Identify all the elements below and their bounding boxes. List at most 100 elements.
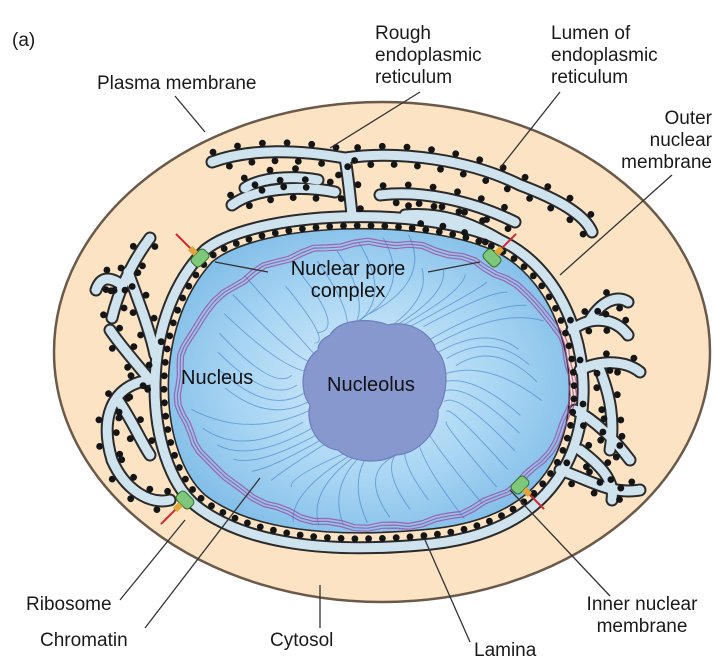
ribosome-dot bbox=[562, 329, 569, 337]
ribosome-dot bbox=[501, 203, 508, 211]
label-cytosol: Cytosol bbox=[270, 630, 334, 651]
ribosome-dot bbox=[160, 372, 168, 380]
ribosome-dot bbox=[110, 287, 118, 294]
ribosome-dot bbox=[583, 463, 590, 471]
ribosome-dot bbox=[461, 208, 468, 216]
label-nucleolus: Nucleolus bbox=[327, 374, 415, 396]
lamina-fiber bbox=[176, 240, 575, 529]
ribosome-dot bbox=[538, 282, 546, 290]
ribosome-dot bbox=[367, 161, 375, 169]
ribosome-dot bbox=[395, 223, 402, 231]
ribosome-dot bbox=[454, 188, 461, 196]
ribosome-dot bbox=[209, 148, 217, 156]
chromatin-fiber bbox=[446, 346, 530, 365]
ribosome-dot bbox=[102, 286, 110, 293]
ribosome-dot bbox=[118, 456, 126, 464]
ribosome-dot bbox=[459, 170, 467, 178]
er-tube-lumen-14 bbox=[567, 315, 633, 340]
ribosome-dot bbox=[115, 414, 123, 422]
ribosome-dot bbox=[475, 237, 483, 245]
ribosome-dot bbox=[285, 227, 293, 235]
ribosome-dot bbox=[603, 327, 611, 334]
ribosome-dot bbox=[139, 382, 147, 390]
label-plasma-membrane: Plasma membrane bbox=[97, 73, 257, 94]
ribosome-dot bbox=[406, 533, 414, 541]
ribosome-dot bbox=[593, 384, 601, 392]
ribosome-dot bbox=[258, 186, 266, 194]
leader-line-5 bbox=[427, 261, 481, 273]
ribosome-dot bbox=[283, 529, 291, 537]
ribosome-dot bbox=[169, 319, 177, 327]
ribosome-dot bbox=[258, 232, 266, 240]
ribosome-dot bbox=[266, 166, 274, 174]
ribosome-dot bbox=[503, 185, 511, 193]
ribosome-dot bbox=[185, 282, 193, 290]
ribosome-dot bbox=[565, 342, 573, 350]
ribosome-dot bbox=[326, 178, 334, 186]
ribosome-dot bbox=[547, 470, 554, 477]
ribosome-dot bbox=[245, 235, 253, 243]
ribosome-dot bbox=[510, 255, 518, 262]
ribosome-dot bbox=[294, 157, 302, 165]
ribosome-dot bbox=[526, 195, 533, 202]
ribosome-dot bbox=[157, 338, 165, 346]
ribosome-dot bbox=[128, 283, 136, 290]
ribosome-dot bbox=[189, 486, 197, 493]
label-nuclear-pore-complex: Nuclear pore complex bbox=[290, 258, 406, 302]
label-chromatin: Chromatin bbox=[40, 630, 128, 651]
chromatin-fiber bbox=[299, 272, 329, 334]
ribosome-dot bbox=[220, 245, 228, 253]
ribosome-dot bbox=[280, 183, 288, 191]
label-lumen-er: Lumen of endoplasmic reticulum bbox=[551, 23, 658, 88]
ribosome-dot bbox=[164, 426, 172, 433]
ribosome-dot bbox=[148, 437, 156, 444]
leader-line-10 bbox=[509, 489, 611, 597]
ribosome-dot bbox=[137, 331, 145, 339]
ribosome-dot bbox=[365, 535, 372, 543]
leader-line-9 bbox=[424, 539, 471, 643]
ribosome-dot bbox=[124, 394, 132, 402]
ribosome-dot bbox=[142, 291, 150, 299]
ribosome-dot bbox=[130, 473, 138, 481]
chromatin-fiber bbox=[444, 399, 516, 452]
ribosome-dot bbox=[340, 222, 347, 230]
ribosome-dot bbox=[557, 317, 565, 324]
ribosome-dot bbox=[96, 443, 103, 450]
ribosome-dot bbox=[597, 436, 605, 444]
ribosome-dot bbox=[579, 230, 587, 238]
ribosome-dot bbox=[414, 162, 421, 170]
ribosome-dot bbox=[324, 534, 331, 542]
ribosome-dot bbox=[129, 242, 137, 250]
ribosome-dot bbox=[197, 494, 205, 502]
ribosome-dot bbox=[344, 163, 352, 171]
ribosome-dot bbox=[477, 195, 485, 203]
ribosome-dot bbox=[614, 368, 621, 376]
ribosome-dot bbox=[598, 406, 606, 414]
ribosome-dot bbox=[585, 327, 593, 335]
pore-basket bbox=[172, 502, 183, 513]
ribosome-dot bbox=[182, 475, 189, 483]
ribosome-dot bbox=[146, 485, 154, 493]
ribosome-dot bbox=[105, 390, 112, 397]
label-leader-lines bbox=[119, 91, 673, 643]
ribosome-dot bbox=[590, 489, 598, 497]
ribosome-dot bbox=[420, 532, 428, 540]
ribosome-dot bbox=[452, 150, 460, 158]
ribosome-dot bbox=[579, 400, 587, 408]
ribosome-dot bbox=[337, 195, 345, 203]
lamina-fiber bbox=[173, 237, 578, 532]
ribosome-dot bbox=[585, 441, 593, 449]
ribosome-dot bbox=[219, 509, 227, 516]
chromatin-fiber bbox=[219, 370, 304, 401]
chromatin-fiber bbox=[292, 449, 360, 523]
pore-filament bbox=[175, 233, 191, 249]
ribosome-dot bbox=[455, 208, 463, 216]
chromatin-fiber bbox=[446, 410, 509, 470]
ribosome-dot bbox=[422, 226, 430, 234]
ribosome-dot bbox=[612, 453, 620, 461]
chromatin-fiber bbox=[244, 275, 314, 354]
ribosome-dot bbox=[335, 171, 342, 179]
ribosome-dot bbox=[617, 416, 625, 424]
ribosome-dot bbox=[603, 289, 610, 296]
ribosome-dot bbox=[630, 354, 638, 362]
